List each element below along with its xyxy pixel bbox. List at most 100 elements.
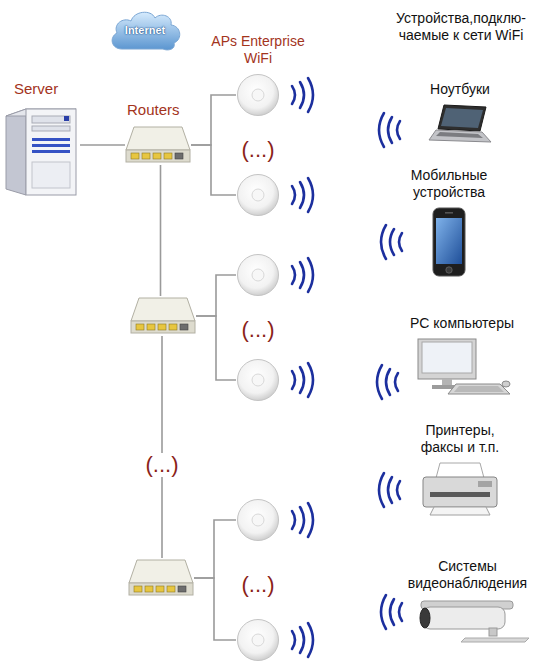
- node-heading: Routers: [127, 101, 217, 119]
- shape-part: [433, 208, 465, 276]
- network-link: [160, 165, 162, 296]
- access-point: [236, 358, 280, 402]
- network-link: [80, 144, 125, 146]
- shape-part: [32, 162, 70, 188]
- shape-part: [131, 153, 139, 159]
- shape-part: [32, 144, 70, 147]
- shape-part: [436, 463, 484, 478]
- access-point: [236, 618, 280, 662]
- printer-node: Принтеры, факсы и т.п.: [420, 462, 500, 517]
- router-node: [128, 558, 194, 598]
- router-node: Routers: [125, 125, 191, 165]
- shape-part: [489, 628, 497, 636]
- shape-part: [238, 75, 279, 116]
- shape-part: [145, 586, 153, 592]
- shape-part: [158, 324, 166, 330]
- shape-part: [422, 342, 472, 373]
- camera-icon: [405, 598, 530, 643]
- shape-part: [252, 374, 264, 386]
- wifi-wave: [292, 178, 313, 212]
- wifi-wave: [377, 365, 398, 399]
- node-heading: PC компьютеры: [397, 315, 527, 332]
- ap-node: [236, 618, 280, 662]
- wifi-wave: [381, 225, 402, 259]
- shape-part: [6, 109, 26, 195]
- pc-node: PC компьютеры: [412, 338, 512, 396]
- shape-part: [446, 267, 452, 273]
- cloud-label: Internet: [108, 8, 182, 52]
- shape-part: [423, 477, 497, 507]
- access-point: [236, 173, 280, 217]
- router-box: [125, 125, 191, 165]
- shape-part: [252, 89, 264, 101]
- router-box: [130, 296, 196, 336]
- access-point: [236, 498, 280, 542]
- shape-part: [436, 132, 483, 138]
- laptop-icon: [428, 104, 492, 146]
- shape-part: [32, 116, 70, 123]
- shape-part: [32, 138, 70, 141]
- wifi-wave: [292, 258, 313, 292]
- shape-part: [164, 153, 172, 159]
- network-link: [161, 336, 163, 558]
- network-link: [191, 95, 236, 145]
- wifi-wave: [379, 113, 400, 147]
- shape-part: [252, 634, 264, 646]
- shape-part: [438, 105, 486, 131]
- shape-part: [420, 608, 430, 628]
- shape-part: [156, 586, 164, 592]
- ap-node: [236, 173, 280, 217]
- shape-part: [461, 638, 529, 642]
- server-node: Server: [2, 104, 80, 196]
- node-heading: APs Enterprise WiFi: [198, 33, 318, 67]
- edge-label: (...): [144, 453, 181, 477]
- shape-part: [126, 150, 190, 162]
- shape-part: [32, 126, 70, 131]
- shape-part: [129, 560, 193, 583]
- cloud-node: Internet: [108, 8, 182, 52]
- shape-part: [252, 269, 264, 281]
- camera-node: Системы видеонаблюдения: [405, 598, 530, 643]
- ap-node: APs Enterprise WiFi: [236, 73, 280, 117]
- wifi-wave: [292, 363, 313, 397]
- shape-part: [238, 360, 279, 401]
- shape-part: [430, 507, 490, 515]
- shape-part: [238, 500, 279, 541]
- ap-node: [236, 253, 280, 297]
- shape-part: [178, 586, 186, 592]
- shape-part: [175, 153, 183, 159]
- shape-part: [153, 153, 161, 159]
- shape-part: [238, 620, 279, 661]
- shape-part: [131, 298, 195, 321]
- shape-part: [129, 583, 193, 595]
- shape-part: [126, 127, 190, 150]
- shape-part: [252, 514, 264, 526]
- wifi-wave: [379, 473, 400, 507]
- laptop-node: Ноутбуки: [428, 104, 492, 146]
- shape-part: [32, 150, 70, 153]
- network-link: [194, 578, 236, 640]
- shape-part: [26, 109, 76, 195]
- shape-part: [131, 321, 195, 333]
- network-link: [196, 275, 236, 316]
- node-heading: Системы видеонаблюдения: [400, 558, 535, 592]
- node-heading: Ноутбуки: [400, 81, 520, 98]
- shape-part: [167, 586, 175, 592]
- shape-part: [478, 481, 492, 487]
- router-node: [130, 296, 196, 336]
- shape-part: [64, 116, 69, 121]
- shape-part: [134, 586, 142, 592]
- wifi-wave: [292, 623, 313, 657]
- ap-node: [236, 358, 280, 402]
- shape-part: [445, 212, 453, 214]
- shape-part: [418, 339, 476, 379]
- printer-icon: [420, 462, 500, 517]
- node-heading: Принтеры, факсы и т.п.: [412, 422, 508, 456]
- shape-part: [169, 324, 177, 330]
- wifi-wave: [292, 78, 313, 112]
- network-link: [196, 316, 236, 380]
- shape-part: [142, 153, 150, 159]
- shape-part: [430, 492, 490, 497]
- shape-part: [238, 255, 279, 296]
